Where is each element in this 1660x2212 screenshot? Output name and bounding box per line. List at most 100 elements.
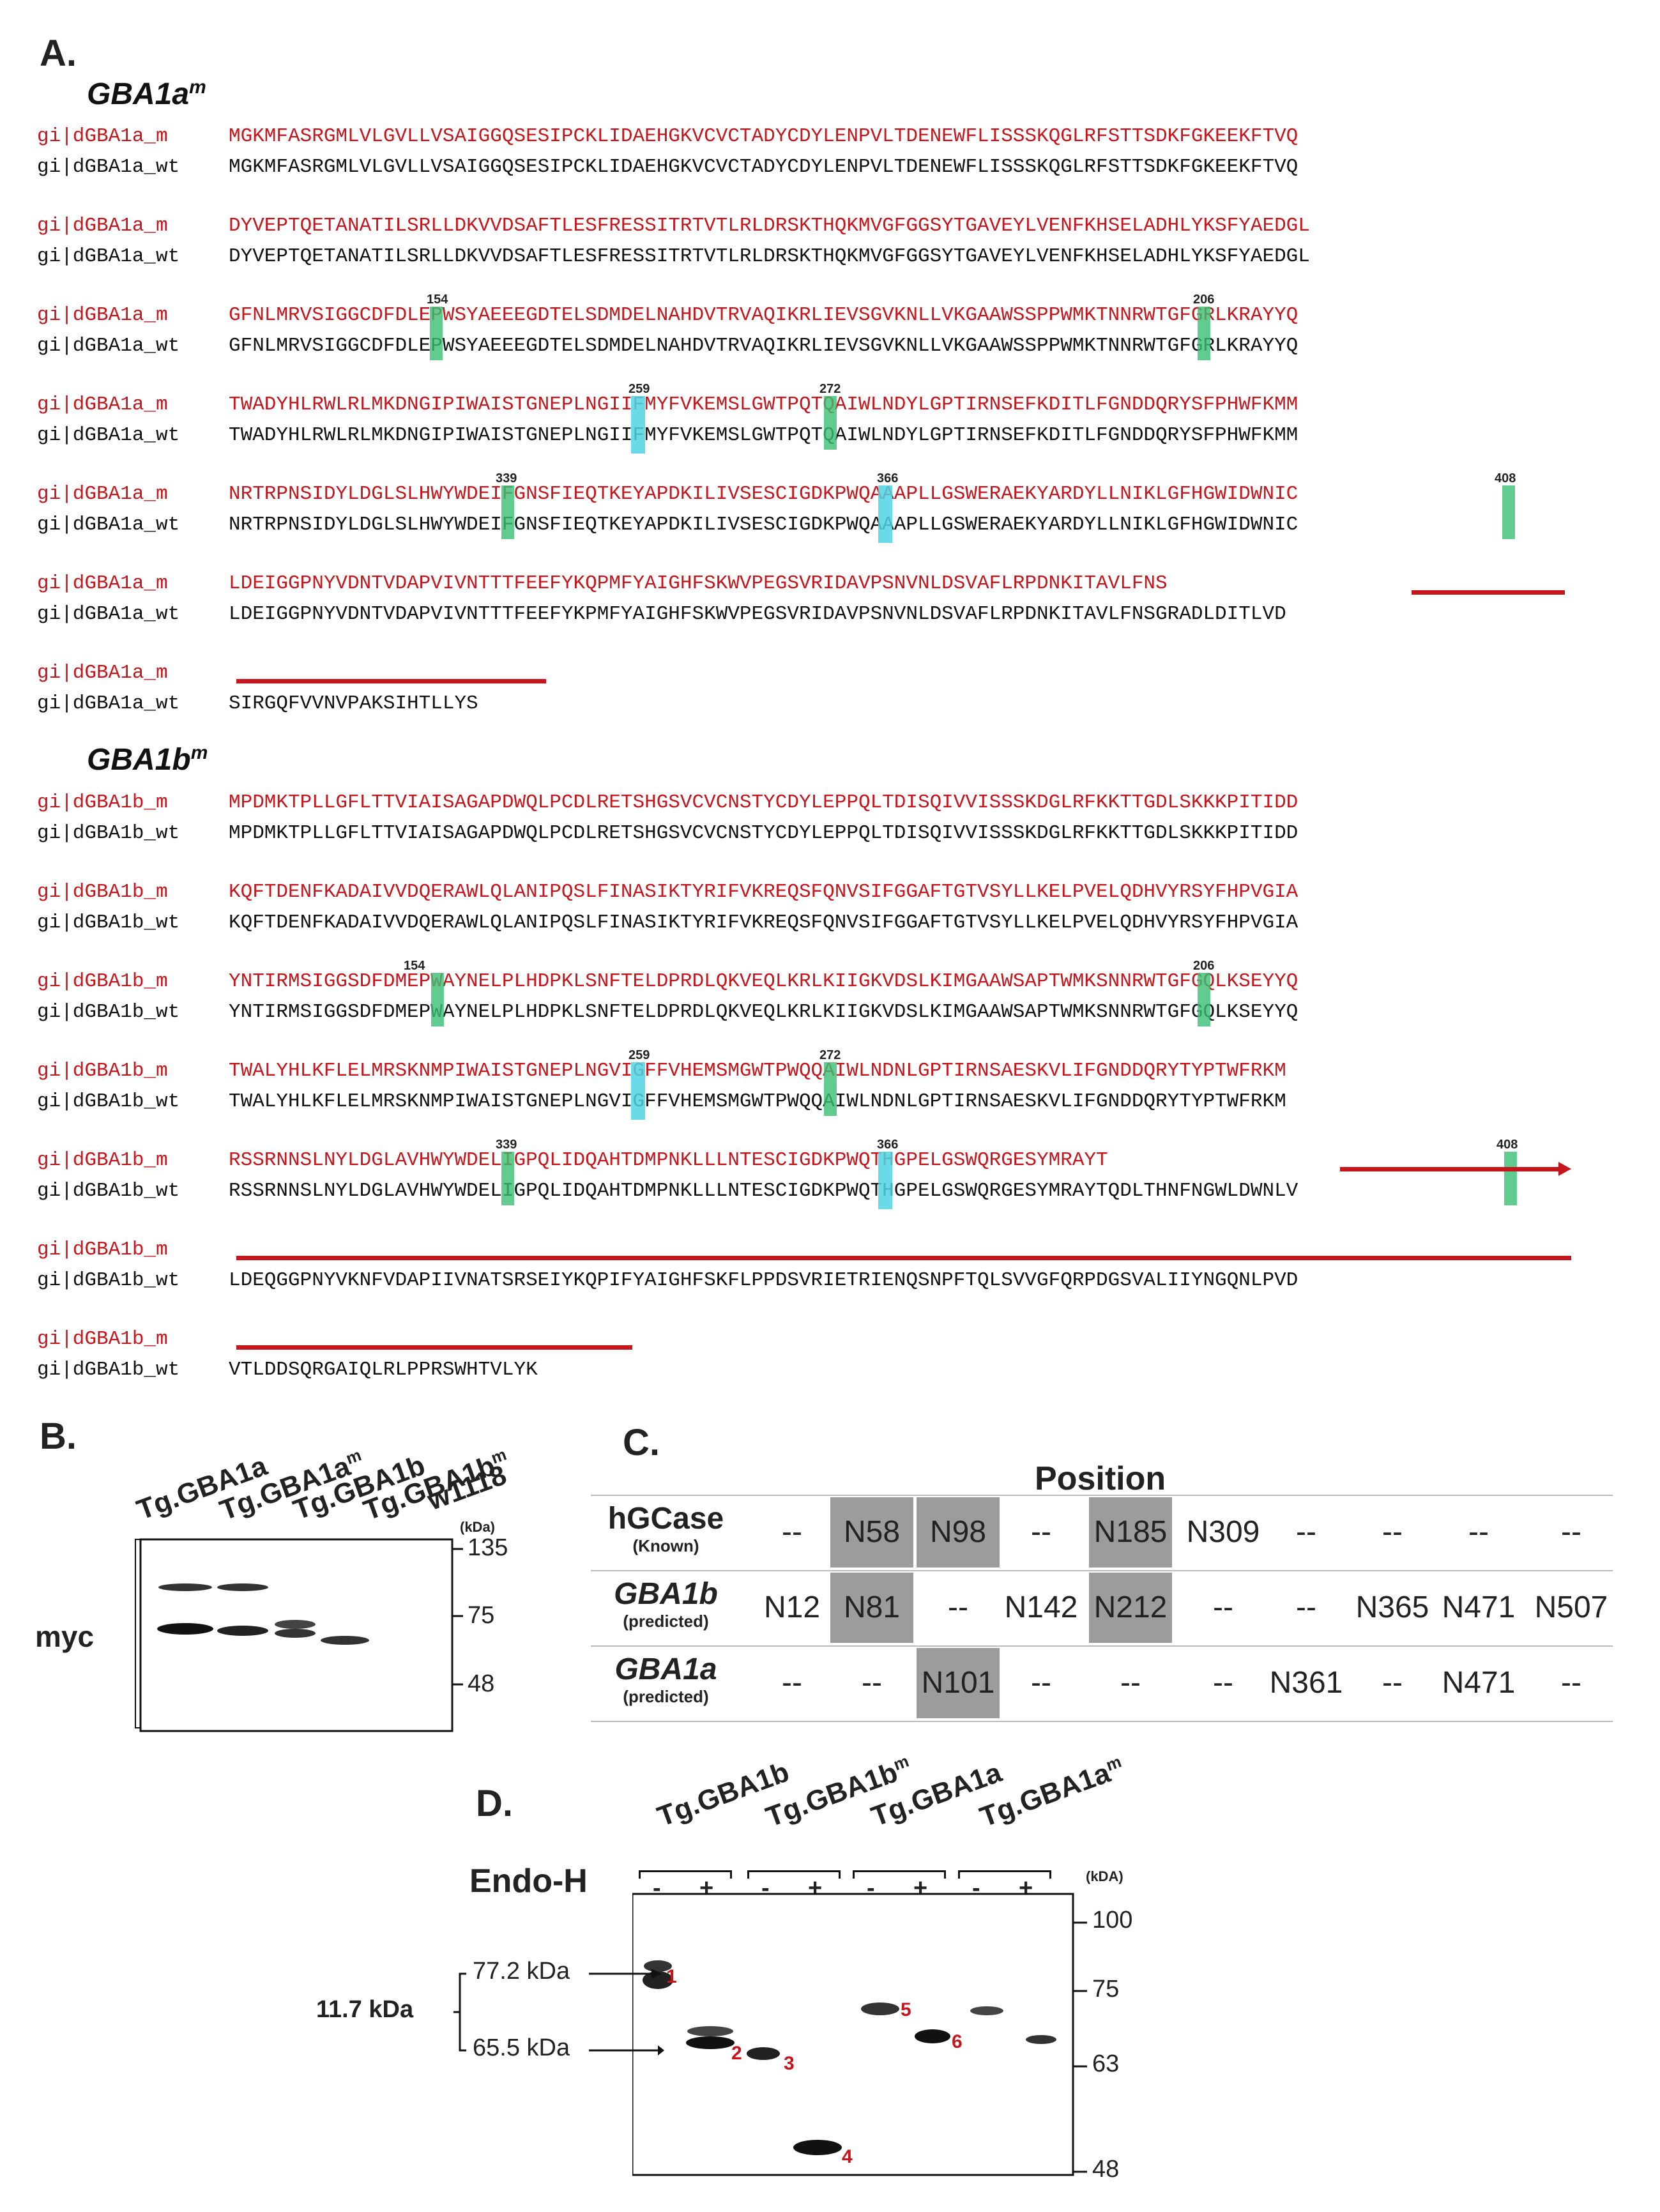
ladder-75-d: 75 xyxy=(1092,1976,1120,2002)
band-3: 3 xyxy=(784,2053,795,2074)
seq-name: gi|dGBA1b_wt xyxy=(37,1090,180,1113)
band-6: 6 xyxy=(952,2031,963,2052)
table-cell: N12 xyxy=(763,1590,821,1624)
band-2: 2 xyxy=(731,2043,742,2064)
lane-label-sup: m xyxy=(1103,1751,1124,1775)
deletion-bar xyxy=(1412,590,1565,595)
seq-name: gi|dGBA1a_m xyxy=(37,483,168,505)
seq-text: DYVEPTQETANATILSRLLDKVVDSAFTLESFRESSITRT… xyxy=(229,215,1310,237)
arrow-label-upper: 77.2 kDa xyxy=(473,1958,570,1985)
table-cell: -- xyxy=(1296,1515,1316,1549)
seq-text: GFNLMRVSIGGCDFDLEPWSYAEEEGDTELSDMDELNAHD… xyxy=(229,335,1298,357)
mutant-seq-row: gi|dGBA1a_m xyxy=(37,660,229,686)
marker-154-a: 154 xyxy=(427,293,448,307)
seq-name: gi|dGBA1b_m xyxy=(37,791,168,814)
kda-unit-b: (kDa) xyxy=(460,1519,496,1535)
seq-text: TWADYHLRWLRLMKDNGIPIWAISTGNEPLNGIIFMYFVK… xyxy=(229,393,1298,416)
seq-text: TWALYHLKFLELMRSKNMPIWAISTGNEPLNGVIGFFVHE… xyxy=(229,1090,1286,1113)
highlight-272-b xyxy=(824,1062,837,1116)
deletion-bar xyxy=(236,1256,1571,1260)
seq-name: gi|dGBA1a_wt xyxy=(37,692,180,715)
table-divider xyxy=(591,1495,1613,1496)
row-label-name: GBA1a xyxy=(614,1652,717,1686)
table-cell: -- xyxy=(1382,1515,1403,1549)
seq-name: gi|dGBA1a_wt xyxy=(37,156,180,178)
table-cell: -- xyxy=(1031,1515,1051,1549)
seq-text: TWALYHLKFLELMRSKNMPIWAISTGNEPLNGVIGFFVHE… xyxy=(229,1060,1286,1082)
western-blot-d xyxy=(632,1893,1087,2176)
seq-name: gi|dGBA1a_m xyxy=(37,125,168,148)
myc-label: myc xyxy=(35,1620,95,1653)
ladder-48-d: 48 xyxy=(1092,2156,1120,2183)
table-cell: -- xyxy=(862,1666,882,1700)
table-cell: -- xyxy=(1382,1666,1403,1700)
mutant-seq-row: gi|dGBA1a_m GFNLMRVSIGGCDFDLEPWSYAEEEGDTE… xyxy=(37,303,1298,328)
seq-name: gi|dGBA1a_m xyxy=(37,304,168,326)
table-cell: -- xyxy=(1031,1666,1051,1700)
table-cell: N309 xyxy=(1186,1515,1260,1549)
mutant-seq-row: gi|dGBA1b_m xyxy=(37,1237,229,1263)
table-cell: N142 xyxy=(1004,1590,1078,1624)
row-label-name: GBA1b xyxy=(614,1577,718,1611)
band-1: 1 xyxy=(666,1966,677,1987)
row-label: GBA1a(predicted) xyxy=(591,1652,741,1707)
seq-name: gi|dGBA1a_wt xyxy=(37,424,180,446)
seq-name: gi|dGBA1b_m xyxy=(37,1149,168,1171)
position-header: Position xyxy=(1035,1460,1166,1497)
deletion-bar xyxy=(236,1345,632,1350)
seq-name: gi|dGBA1b_wt xyxy=(37,1180,180,1202)
seq-name: gi|dGBA1b_wt xyxy=(37,911,180,934)
highlight-206-a xyxy=(1198,307,1210,360)
wt-seq-row: gi|dGBA1b_wt KQFTDENFKADAIVVDQERAWLQLANIP… xyxy=(37,910,1298,936)
highlight-408-a xyxy=(1502,485,1515,539)
band-5: 5 xyxy=(901,1999,911,2020)
seq-text: MGKMFASRGMLVLGVLLVSAIGGQSESIPCKLIDAEHGKV… xyxy=(229,125,1298,148)
seq-name: gi|dGBA1b_wt xyxy=(37,1269,180,1292)
seq-text: KQFTDENFKADAIVVDQERAWLQLANIPQSLFINASIKTY… xyxy=(229,911,1298,934)
seq-name: gi|dGBA1b_wt xyxy=(37,1001,180,1023)
wt-seq-row: gi|dGBA1b_wt TWALYHLKFLELMRSKNMPIWAISTGNE… xyxy=(37,1089,1286,1115)
table-cell: N507 xyxy=(1534,1590,1608,1624)
lane-label-sup: m xyxy=(890,1751,911,1774)
marker-206-a: 206 xyxy=(1193,293,1215,307)
panel-a-label: A. xyxy=(40,33,77,74)
arrow-head xyxy=(1558,1162,1571,1176)
marker-272-b: 272 xyxy=(819,1048,841,1062)
seq-text: LDEIGGPNYVDNTVDAPVIVNTTTFEEFYKPMFYAIGHFS… xyxy=(229,603,1286,625)
table-cell: -- xyxy=(948,1590,968,1624)
gba1a-title: GBA1am xyxy=(87,77,206,111)
table-cell: N81 xyxy=(830,1573,913,1643)
table-cell: -- xyxy=(782,1515,802,1549)
seq-name: gi|dGBA1b_m xyxy=(37,970,168,993)
seq-text: NRTRPNSIDYLDGLSLHWYWDEIFGNSFIEQTKEYAPDKI… xyxy=(229,483,1298,505)
lane-bracket xyxy=(853,1870,946,1879)
table-cell: N58 xyxy=(830,1497,913,1567)
seq-name: gi|dGBA1b_m xyxy=(37,881,168,903)
highlight-339-b xyxy=(501,1152,514,1205)
marker-408-a: 408 xyxy=(1495,471,1516,485)
highlight-206-b xyxy=(1198,973,1210,1026)
marker-272-a: 272 xyxy=(819,382,841,396)
band-4: 4 xyxy=(842,2146,853,2167)
ladder-100: 100 xyxy=(1092,1907,1133,1934)
row-label-sub: (Known) xyxy=(632,1536,699,1555)
seq-text: GFNLMRVSIGGCDFDLEPWSYAEEEGDTELSDMDELNAHD… xyxy=(229,304,1298,326)
marker-366-a: 366 xyxy=(877,471,899,485)
seq-text: LDEIGGPNYVDNTVDAPVIVNTTTFEEFYKQPMFYAIGHF… xyxy=(229,572,1168,595)
ladder-48: 48 xyxy=(468,1670,495,1697)
gba1b-title: GBA1bm xyxy=(87,742,208,777)
seq-name: gi|dGBA1b_wt xyxy=(37,1359,180,1381)
deletion-bar xyxy=(1340,1167,1564,1171)
seq-text: YNTIRMSIGGSDFDMEPWAYNELPLHDPKLSNFTELDPRD… xyxy=(229,1001,1298,1023)
